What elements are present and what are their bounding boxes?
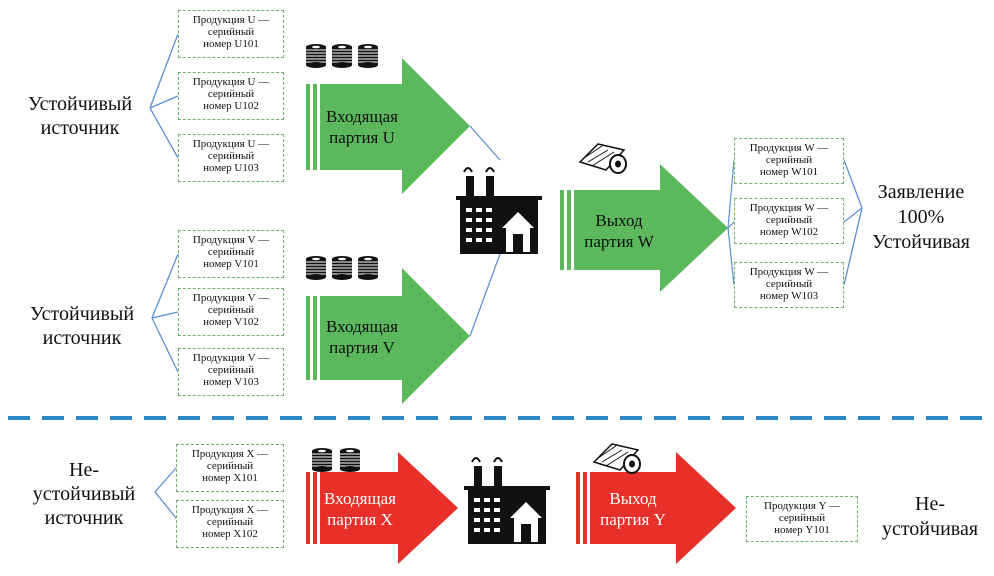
factory-icon xyxy=(463,457,551,545)
arrow-incoming-batch-x xyxy=(306,452,458,564)
spool-icon xyxy=(311,447,361,473)
source-label-u: Устойчивый источник xyxy=(10,92,150,140)
fabric-roll-icon xyxy=(579,143,627,174)
connector-lines-w xyxy=(843,159,863,286)
spool-icon xyxy=(305,255,379,281)
source-label-x: Не- устойчивый источник xyxy=(14,458,154,530)
connector-lines-v xyxy=(151,253,179,373)
source-label-v: Устойчивый источник xyxy=(12,302,152,350)
flow-lines-upper xyxy=(469,125,735,337)
source-line: Устойчивый xyxy=(27,93,133,115)
connector-lines-u xyxy=(149,33,179,159)
connector-lines-x xyxy=(154,467,177,519)
arrow-output-batch-y xyxy=(576,452,736,564)
arrow-incoming-batch-v xyxy=(306,268,470,404)
fabric-roll-icon xyxy=(593,443,641,474)
factory-icon xyxy=(455,167,543,255)
source-line: источник xyxy=(44,507,124,529)
arrow-output-batch-w xyxy=(560,164,728,292)
source-line: Устойчивый xyxy=(29,303,135,325)
source-line: устойчивый xyxy=(32,483,136,505)
source-line: источник xyxy=(40,117,120,139)
claim-not-sustainable: Не-устойчивая xyxy=(881,493,979,540)
arrow-incoming-batch-u xyxy=(306,58,470,194)
source-line: Не- xyxy=(69,459,99,481)
source-line: источник xyxy=(42,327,122,349)
spool-icon xyxy=(305,43,379,69)
